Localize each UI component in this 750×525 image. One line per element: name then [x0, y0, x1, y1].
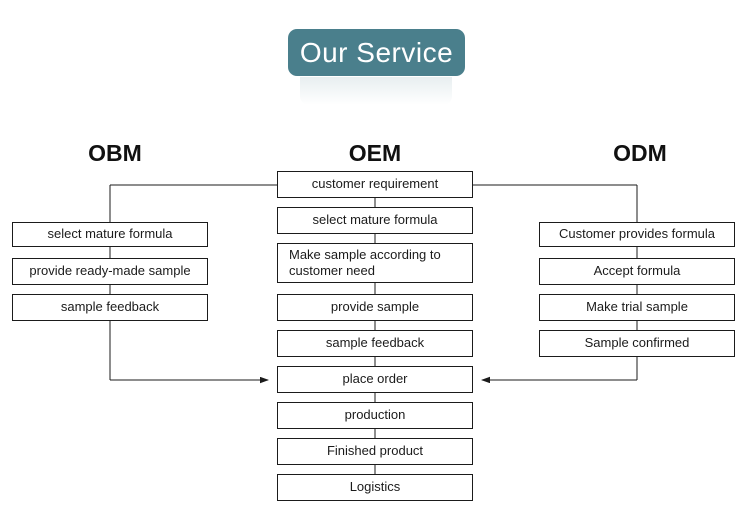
node-label: Make sample according to customer need: [289, 246, 441, 278]
node-obm-sample-feedback[interactable]: sample feedback: [12, 294, 208, 321]
node-oem-finished-product[interactable]: Finished product: [277, 438, 473, 465]
node-oem-logistics[interactable]: Logistics: [277, 474, 473, 501]
node-label: customer requirement: [311, 176, 439, 192]
column-heading-oem: OEM: [348, 140, 402, 166]
node-oem-place-order[interactable]: place order: [277, 366, 473, 393]
node-label: Customer provides formula: [558, 226, 716, 242]
node-label: sample feedback: [60, 299, 160, 315]
node-label: Make trial sample: [586, 299, 688, 315]
node-label: Accept formula: [593, 263, 681, 279]
node-obm-select-mature-formula[interactable]: select mature formula: [12, 222, 208, 247]
node-odm-sample-confirmed[interactable]: Sample confirmed: [539, 330, 735, 357]
node-oem-select-mature-formula[interactable]: select mature formula: [277, 207, 473, 234]
node-label: Finished product: [326, 443, 424, 459]
node-oem-customer-requirement[interactable]: customer requirement: [277, 171, 473, 198]
node-oem-sample-feedback[interactable]: sample feedback: [277, 330, 473, 357]
node-label: select mature formula: [47, 226, 173, 242]
node-oem-production[interactable]: production: [277, 402, 473, 429]
page-title-banner: Our Service: [288, 29, 465, 76]
node-label: production: [344, 407, 406, 423]
node-label: provide ready-made sample: [29, 263, 191, 279]
page-title: Our Service: [299, 36, 454, 68]
node-oem-provide-sample[interactable]: provide sample: [277, 294, 473, 321]
node-odm-accept-formula[interactable]: Accept formula: [539, 258, 735, 285]
node-oem-make-sample-according-to-customer-need[interactable]: Make sample according to customer need: [277, 243, 473, 283]
node-obm-provide-ready-made-sample[interactable]: provide ready-made sample: [12, 258, 208, 285]
node-label: select mature formula: [312, 212, 438, 228]
node-label: sample feedback: [325, 335, 425, 351]
column-heading-odm: ODM: [613, 140, 667, 166]
column-heading-obm: OBM: [88, 140, 142, 166]
node-odm-make-trial-sample[interactable]: Make trial sample: [539, 294, 735, 321]
node-odm-customer-provides-formula[interactable]: Customer provides formula: [539, 222, 735, 247]
node-label: provide sample: [330, 299, 420, 315]
node-label: place order: [342, 371, 408, 387]
node-label: Sample confirmed: [584, 335, 690, 351]
banner-reflection: [300, 77, 452, 105]
node-label: Logistics: [349, 479, 401, 495]
